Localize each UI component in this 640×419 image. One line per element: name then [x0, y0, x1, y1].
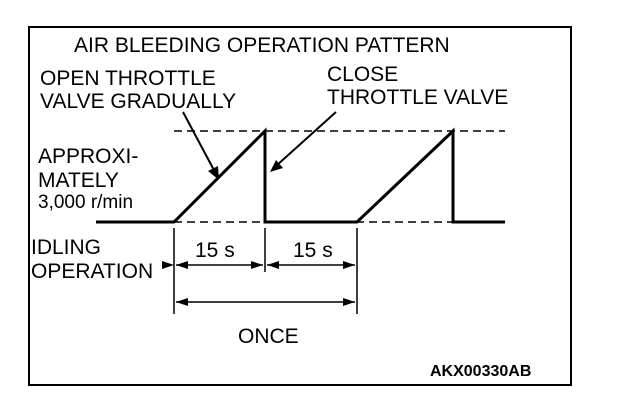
close-leader-line: [275, 111, 337, 167]
idling-operation-label: IDLING OPERATION: [31, 236, 154, 283]
figure-code: AKX00330AB: [430, 363, 532, 380]
approximately-label: APPROXI- MATELY: [38, 145, 139, 192]
interval-1-arrow-left: [176, 261, 188, 269]
interval-2-arrow-left: [267, 261, 279, 269]
cycle-arrow-left: [176, 298, 188, 306]
close-throttle-label: CLOSE THROTTLE VALVE: [327, 63, 509, 109]
interval-1-arrow-right: [251, 261, 263, 269]
diagram-title: AIR BLEEDING OPERATION PATTERN: [74, 34, 450, 57]
close-leader-arrowhead: [270, 160, 283, 172]
operation-waveform: [96, 127, 505, 224]
interval-2-label: 15 s: [293, 239, 333, 262]
open-leader-line: [182, 111, 216, 173]
idle-label-arrow: [162, 261, 174, 269]
interval-1-label: 15 s: [195, 239, 235, 262]
interval-2-arrow-right: [343, 261, 355, 269]
open-throttle-label: OPEN THROTTLE VALVE GRADUALLY: [40, 67, 237, 113]
cycle-label: ONCE: [238, 325, 299, 348]
cycle-arrow-right: [343, 298, 355, 306]
open-leader-arrowhead: [208, 166, 219, 180]
rpm-label: 3,000 r/min: [38, 192, 134, 213]
frame: [28, 26, 572, 386]
